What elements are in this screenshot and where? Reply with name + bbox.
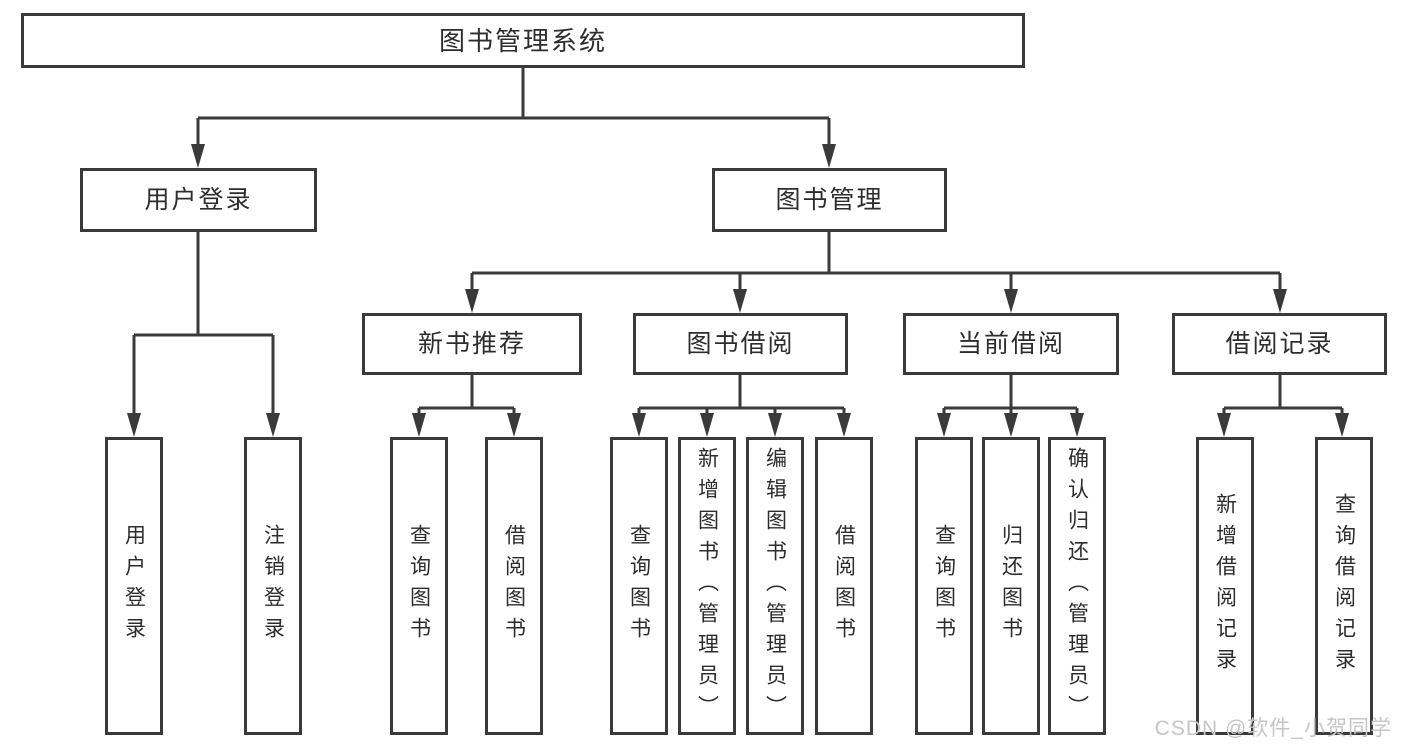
node-library-management-system: 图书管理系统 [21,13,1025,68]
arrowheads [127,144,1349,437]
arrowhead-icon [768,413,782,437]
arrowhead-icon [266,413,280,437]
arrowhead-icon [1273,289,1287,313]
arrowhead-icon [700,413,714,437]
edge-book-mgmt-to-level3 [470,231,1282,291]
edge-current-borrow-to-leaves [942,375,1079,414]
leaf-borrow-books-borrowing: 借阅图书 [815,437,873,735]
arrowhead-icon [632,413,646,437]
arrowhead-icon [1217,413,1231,437]
leaf-add-book-admin: 新增图书（管理员） [678,437,736,735]
arrowhead-icon [1335,413,1349,437]
arrowhead-icon [127,413,141,437]
edge-user-login-to-leaves [132,231,275,414]
node-current-borrowing: 当前借阅 [903,313,1119,375]
leaf-user-login: 用户登录 [105,437,163,735]
edge-new-book-rec-to-leaves [417,375,516,414]
node-book-management: 图书管理 [712,168,947,232]
node-borrowing-records: 借阅记录 [1172,313,1387,375]
edge-root-to-level2 [196,68,831,146]
node-new-book-recommendation: 新书推荐 [362,313,582,375]
leaf-borrow-books-recommend: 借阅图书 [485,437,543,735]
arrowhead-icon [465,289,479,313]
leaf-confirm-return-admin: 确认归还（管理员） [1048,437,1106,735]
edge-book-borrow-to-leaves [637,375,846,414]
leaf-logout: 注销登录 [244,437,302,735]
arrowhead-icon [412,413,426,437]
arrowhead-icon [937,413,951,437]
arrowhead-icon [837,413,851,437]
csdn-watermark: CSDN @软件_小贺同学 [1154,717,1392,740]
edge-borrow-records-to-leaves [1222,375,1344,414]
node-book-borrowing: 图书借阅 [633,313,848,375]
arrowhead-icon [507,413,521,437]
leaf-query-books-borrowing: 查询图书 [610,437,668,735]
arrowhead-icon [1004,413,1018,437]
leaf-query-borrow-record: 查询借阅记录 [1315,437,1373,735]
arrowhead-icon [191,144,205,168]
leaf-return-books: 归还图书 [982,437,1040,735]
leaf-query-books-current: 查询图书 [915,437,973,735]
leaf-query-books-recommend: 查询图书 [390,437,448,735]
node-user-login: 用户登录 [80,168,317,232]
leaf-add-borrow-record: 新增借阅记录 [1196,437,1254,735]
arrowhead-icon [733,289,747,313]
leaf-edit-book-admin: 编辑图书（管理员） [746,437,804,735]
arrowhead-icon [822,144,836,168]
arrowhead-icon [1070,413,1084,437]
arrowhead-icon [1004,289,1018,313]
